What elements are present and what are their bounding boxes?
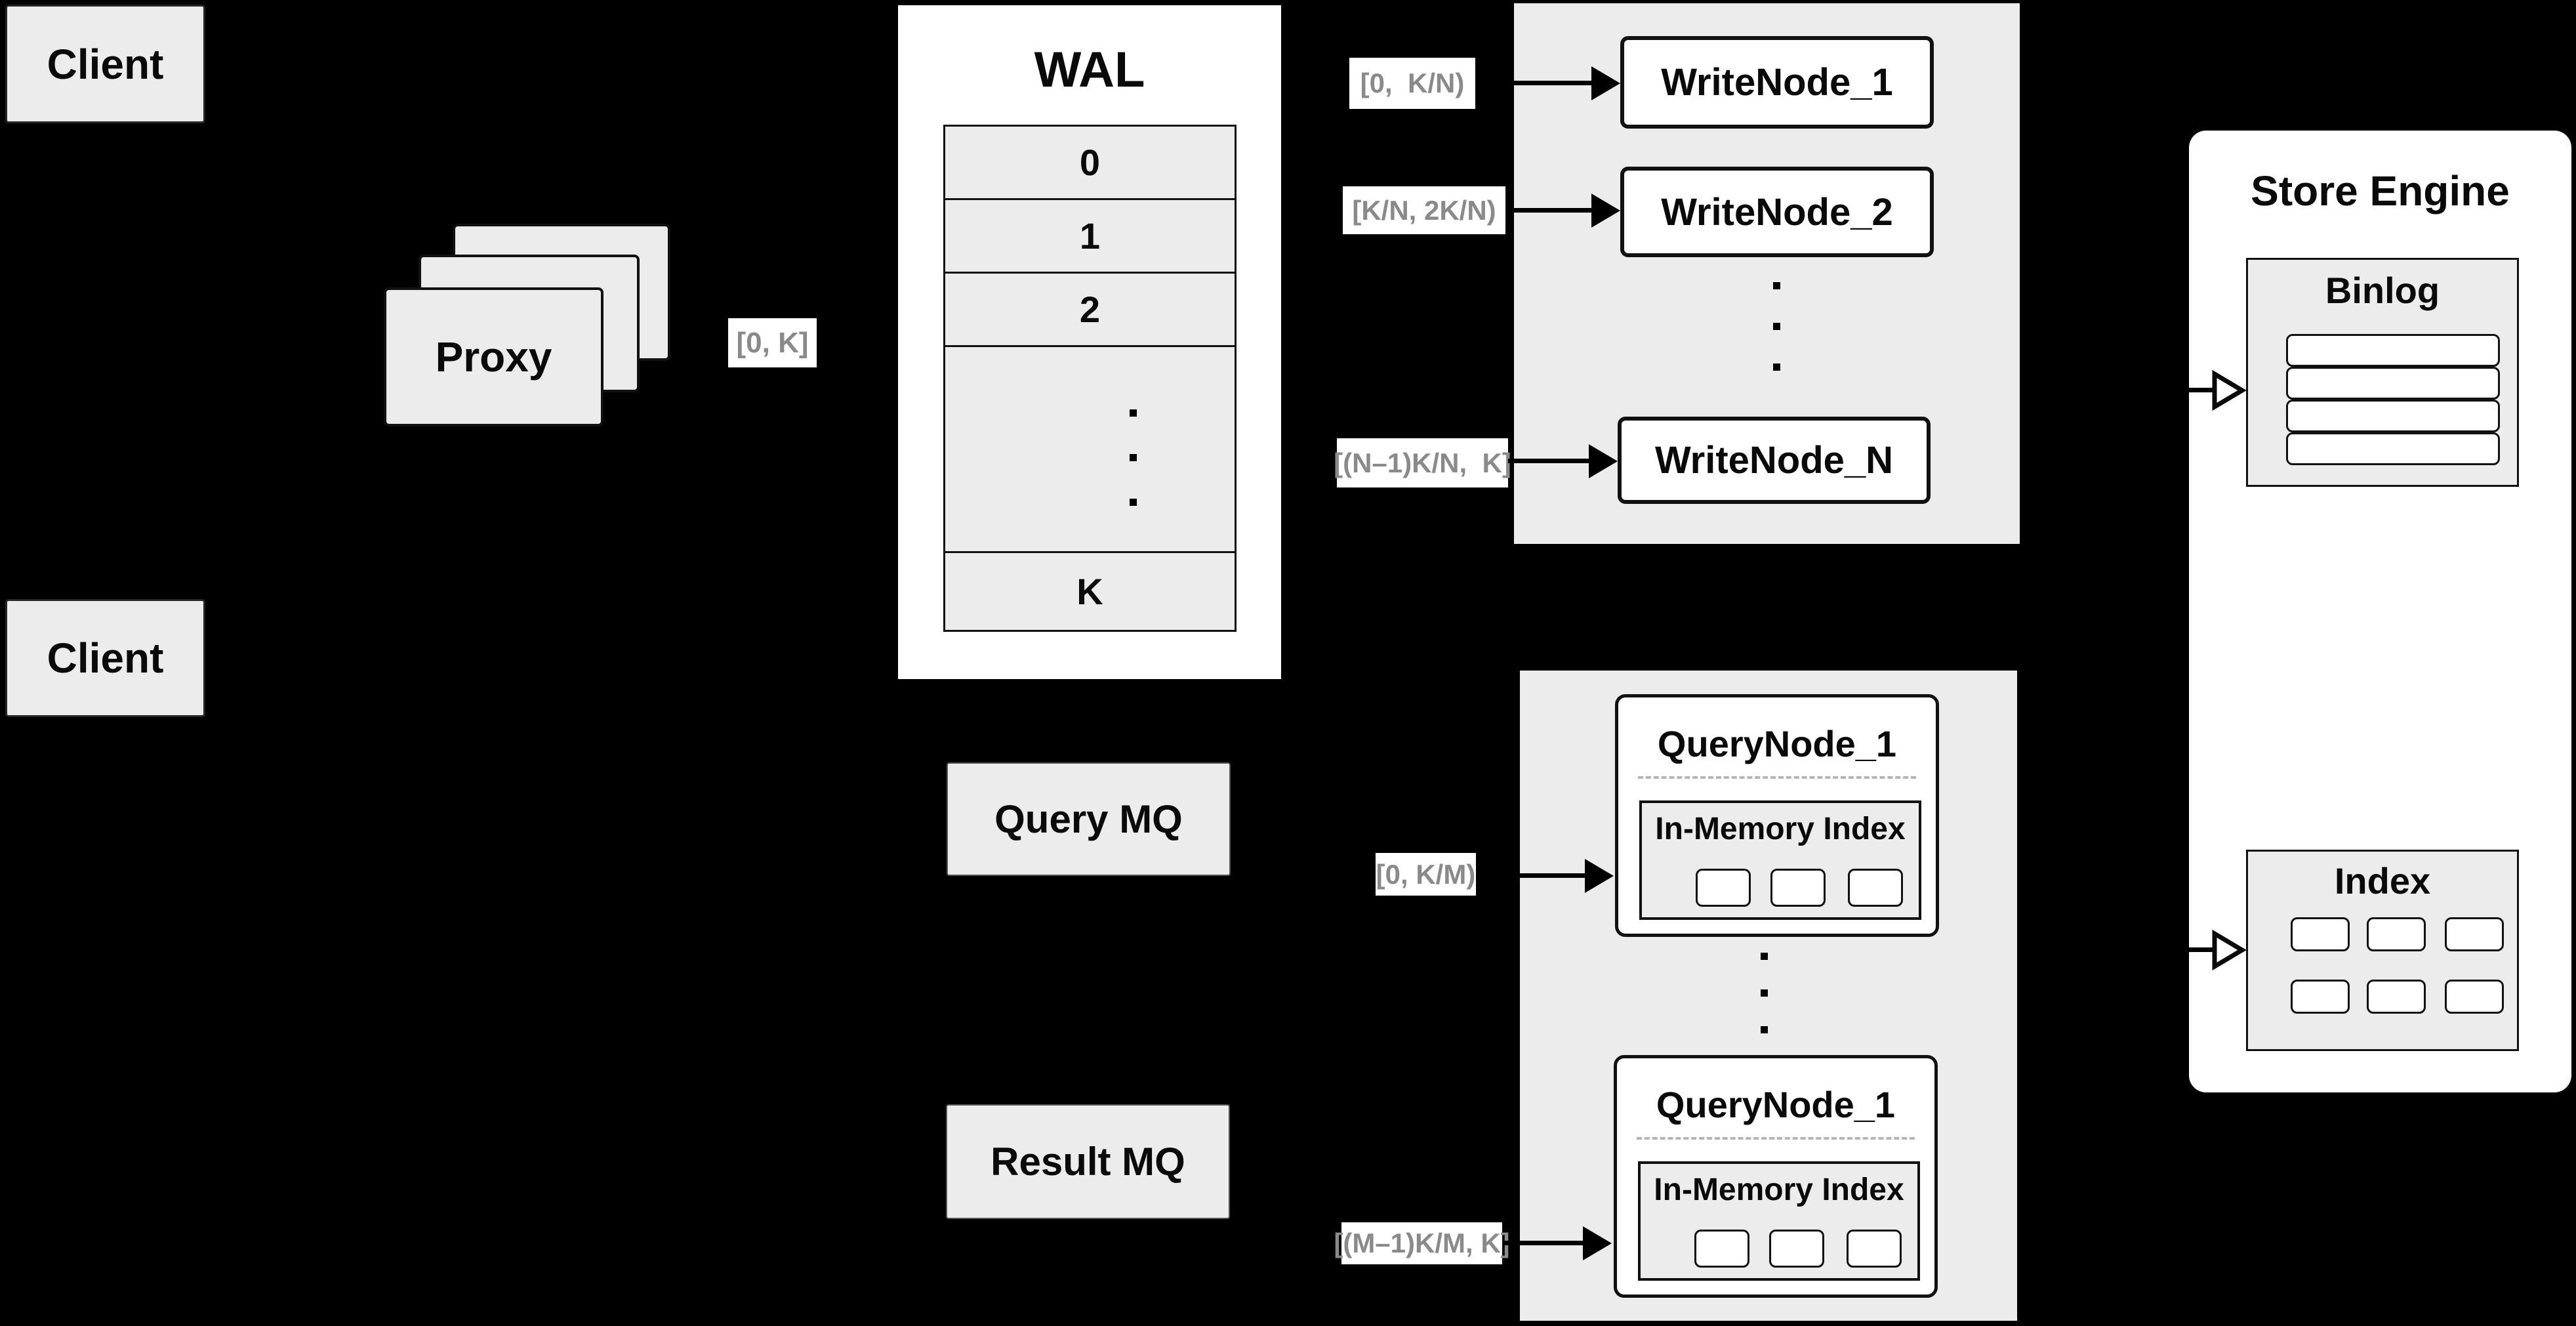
result-mq-box: Result MQ <box>946 1104 1230 1219</box>
client-box-top: Client <box>5 5 205 123</box>
segment-cell <box>1847 1230 1902 1268</box>
query-node-1-inmemory-box: In-Memory Index <box>1639 800 1921 920</box>
wal-segment-2: 2 <box>943 272 1237 347</box>
query-range-label-2: [(M–1)K/M, K] <box>1334 1222 1510 1264</box>
binlog-row <box>2286 400 2500 432</box>
write-node-1: WriteNode_1 <box>1620 36 1934 129</box>
segment-cell <box>1694 1230 1749 1268</box>
query-range-label-1: [0, K/M) <box>1376 853 1476 896</box>
hollow-arrowhead-icon <box>2212 930 2246 970</box>
wal-title: WAL <box>1034 42 1145 98</box>
query-node-2-inmemory-box: In-Memory Index <box>1638 1161 1920 1281</box>
index-cell <box>2291 917 2350 951</box>
store-engine-title: Store Engine <box>2251 167 2510 215</box>
query-node-1-divider <box>1638 776 1916 779</box>
index-cell <box>2445 917 2504 951</box>
write-node-2: WriteNode_2 <box>1620 167 1934 257</box>
in-memory-index-title: In-Memory Index <box>1654 1172 1904 1207</box>
query-node-1: QueryNode_1 In-Memory Index <box>1615 694 1939 937</box>
index-cell <box>2367 980 2426 1014</box>
index-cell <box>2367 917 2426 951</box>
segment-cell <box>1769 1230 1824 1268</box>
segment-cell <box>1848 869 1903 907</box>
store-engine-panel: Store Engine Binlog Index <box>2189 131 2571 1092</box>
index-cell <box>2291 980 2350 1014</box>
index-title: Index <box>2334 860 2431 901</box>
query-node-1-title: QueryNode_1 <box>1657 723 1897 764</box>
segment-cell <box>1696 869 1751 907</box>
query-node-2-title: QueryNode_1 <box>1656 1084 1896 1125</box>
query-mq-box: Query MQ <box>947 762 1231 876</box>
binlog-row <box>2286 432 2500 465</box>
wal-ellipsis-dot <box>1130 454 1137 461</box>
in-memory-index-title: In-Memory Index <box>1655 812 1906 846</box>
write-node-n: WriteNode_N <box>1618 417 1931 504</box>
query-node-2: QueryNode_1 In-Memory Index <box>1614 1055 1938 1298</box>
hollow-arrowhead-icon <box>2212 370 2246 411</box>
proxy-label: Proxy <box>435 333 552 381</box>
proxy-range-label: [0, K] <box>728 318 817 367</box>
wal-ellipsis-cell <box>943 345 1237 553</box>
binlog-title: Binlog <box>2325 270 2440 311</box>
wal-ellipsis-dot <box>1130 499 1137 506</box>
index-box: Index <box>2246 850 2519 1051</box>
client-box-bottom: Client <box>5 599 205 717</box>
wal-panel: WAL 0 1 2 K <box>898 5 1281 679</box>
index-cell <box>2445 980 2504 1014</box>
query-node-2-divider <box>1637 1137 1915 1140</box>
wal-segment-0: 0 <box>943 125 1237 200</box>
binlog-row <box>2286 334 2500 367</box>
wal-ellipsis-dot <box>1130 409 1137 417</box>
binlog-row <box>2286 367 2500 400</box>
client-bottom-label: Client <box>47 634 164 682</box>
write-range-label-1: [0, K/N) <box>1349 58 1475 109</box>
write-range-label-3: [(N–1)K/N, K] <box>1334 438 1511 487</box>
write-range-label-2: [K/N, 2K/N) <box>1343 186 1505 234</box>
wal-segment-k: K <box>943 551 1237 632</box>
client-top-label: Client <box>47 40 164 88</box>
proxy-card-front: Proxy <box>384 287 603 426</box>
segment-cell <box>1770 869 1826 907</box>
binlog-box: Binlog <box>2246 258 2519 487</box>
wal-segment-1: 1 <box>943 198 1237 274</box>
